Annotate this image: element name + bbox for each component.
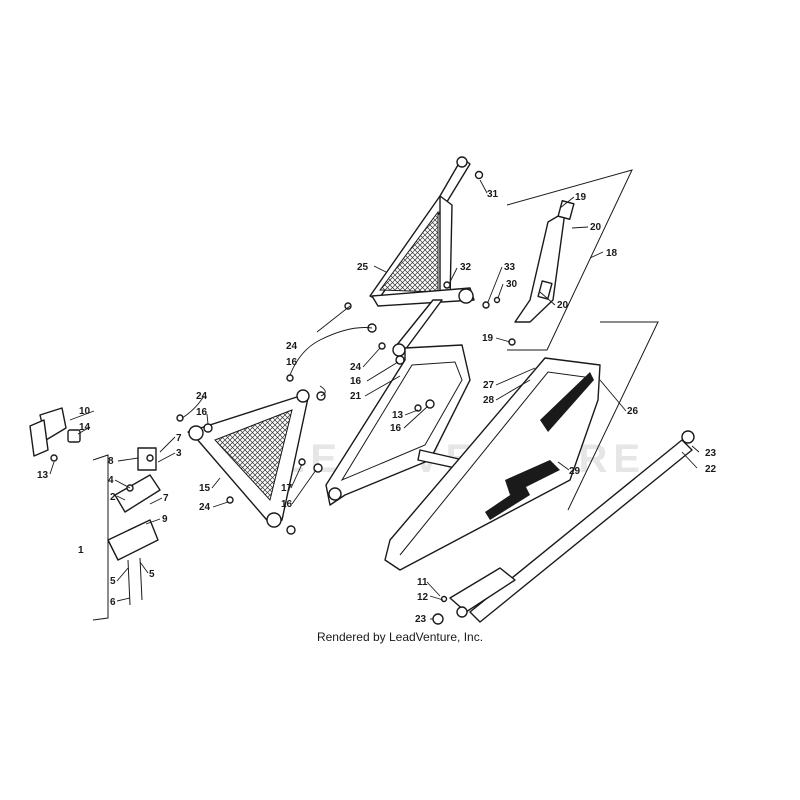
callout-33: 33 [504,262,516,273]
callout-8: 8 [108,456,114,467]
callout-12: 12 [417,592,429,603]
bolt-30 [493,296,501,304]
callout-25: 25 [357,262,369,273]
callout-16-left: 16 [196,407,208,418]
callout-10: 10 [79,406,91,417]
washer-16-frame [203,423,213,433]
callout-24-bottom: 24 [199,502,211,513]
bolt-24-mid [378,342,386,350]
bolt-24-upper [344,302,352,310]
callout-13-left: 13 [37,470,49,481]
callout-22: 22 [705,464,717,475]
step-bar-22 [449,430,695,623]
leader-lines [49,179,700,620]
bolt-13 [414,404,422,412]
callout-labels: 31 25 32 33 30 19 20 18 20 19 24 16 24 1… [37,189,717,625]
callout-3: 3 [176,448,182,459]
callout-24-upper: 24 [286,341,298,352]
callout-5-left: 5 [110,576,116,587]
callout-26: 26 [627,406,639,417]
callout-19-bottom: 19 [482,333,494,344]
callout-7-bottom: 7 [163,493,169,504]
hinge-assembly-18 [506,169,633,351]
callout-23-bottom: 23 [415,614,427,625]
callout-16-right: 16 [390,423,402,434]
bolt-24-bottom [226,496,234,504]
latch-assembly-1 [92,447,161,621]
callout-24-left: 24 [196,391,208,402]
callout-16-bottom: 16 [281,499,293,510]
callout-16-upper: 16 [286,357,298,368]
callout-17: 17 [281,483,293,494]
callout-18: 18 [606,248,618,259]
callout-20-bottom: 20 [557,300,569,311]
callout-23-right: 23 [705,448,717,459]
callout-15: 15 [199,483,211,494]
callout-27: 27 [483,380,495,391]
callout-16-mid: 16 [350,376,362,387]
callout-31: 31 [487,189,499,200]
render-credit: Rendered by LeadVenture, Inc. [316,630,484,644]
callout-5-right: 5 [149,569,155,580]
bolt-31 [474,170,484,180]
bolt-12 [440,595,448,603]
callout-24-mid: 24 [350,362,362,373]
door-frame-15 [187,389,310,528]
bolt-24-frame [176,414,184,422]
callout-14: 14 [79,422,91,433]
bolt-33 [482,301,490,309]
callout-13-right: 13 [392,410,404,421]
callout-4: 4 [108,475,114,486]
callout-21: 21 [350,391,362,402]
callout-28: 28 [483,395,495,406]
callout-32: 32 [460,262,472,273]
door-panel-26 [384,321,659,571]
callout-30: 30 [506,279,518,290]
washer-16-bottom [286,525,296,535]
callout-2: 2 [110,492,116,503]
callout-6: 6 [110,597,116,608]
bracket-10 [29,407,81,462]
callout-9: 9 [162,514,168,525]
callout-11: 11 [417,577,428,588]
bolt-32 [443,281,451,289]
bolt-24-left [286,374,294,382]
callout-1: 1 [78,545,84,556]
callout-29: 29 [569,466,581,477]
callout-20-top: 20 [590,222,602,233]
nut-23-bottom [432,613,444,625]
callout-7-top: 7 [176,433,182,444]
upper-door-frame-25 [369,156,475,357]
callout-19-top: 19 [575,192,587,203]
